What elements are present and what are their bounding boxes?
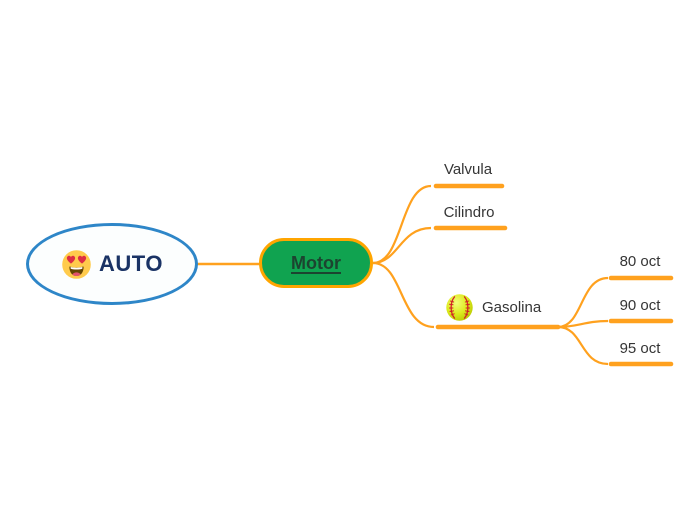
connector-central-to-gasolina	[372, 261, 435, 329]
central-node-label: Motor	[291, 252, 341, 273]
topic-label-valvula[interactable]: Valvula	[443, 161, 493, 178]
topic-label-95oct[interactable]: 95 oct	[619, 340, 661, 357]
connector-central-to-cilindro	[372, 226, 432, 265]
topic-label-80oct[interactable]: 80 oct	[619, 253, 661, 270]
connector-gasolina-to-80oct	[557, 276, 609, 329]
central-node-motor[interactable]: Motor	[259, 238, 373, 288]
softball-emoji-icon	[446, 293, 473, 321]
connector-gasolina-to-95oct	[557, 325, 609, 366]
topic-label-gasolina: Gasolina	[482, 298, 542, 316]
root-node-auto[interactable]: AUTO	[26, 223, 198, 305]
heart-eyes-emoji-icon	[62, 249, 91, 279]
topic-label-cilindro[interactable]: Cilindro	[443, 204, 495, 221]
root-node-label: AUTO	[99, 251, 163, 276]
topic-label-90oct[interactable]: 90 oct	[619, 297, 661, 314]
connector-central-to-valvula	[372, 184, 432, 265]
topic-gasolina[interactable]: Gasolina	[445, 292, 541, 322]
